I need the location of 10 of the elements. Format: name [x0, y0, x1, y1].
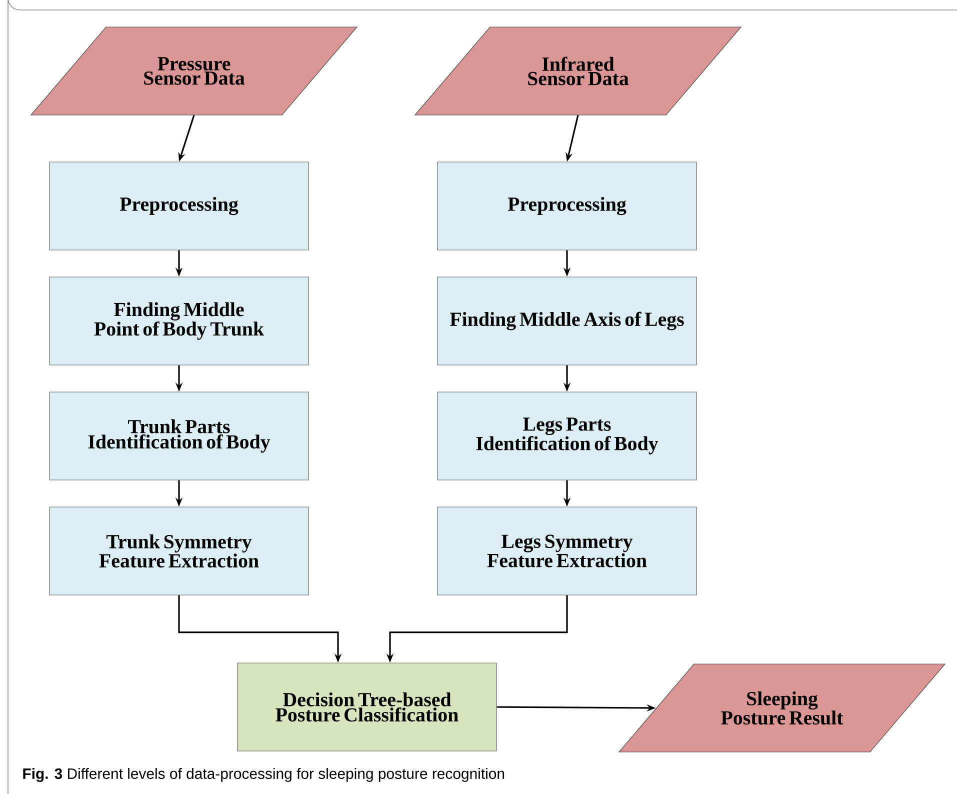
process-box: Finding Middle Point of Body Trunk	[49, 276, 309, 366]
process-box: Legs Parts Identification of Body	[437, 392, 697, 480]
process-box: Trunk Symmetry Feature Extraction	[49, 506, 309, 596]
process-box: Preprocessing	[49, 162, 309, 250]
process-box: Trunk Parts Identification of Body	[49, 392, 309, 480]
process-box: Legs Symmetry Feature Extraction	[437, 506, 697, 596]
caption: Fig. 3 Different levels of data-processing for sleeping posture recognition	[23, 768, 504, 782]
process-box: Preprocessing	[437, 162, 697, 250]
decision-box: Decision Tree-based Posture Classification	[237, 662, 497, 752]
process-box: Finding Middle Axis of Legs	[437, 276, 697, 366]
